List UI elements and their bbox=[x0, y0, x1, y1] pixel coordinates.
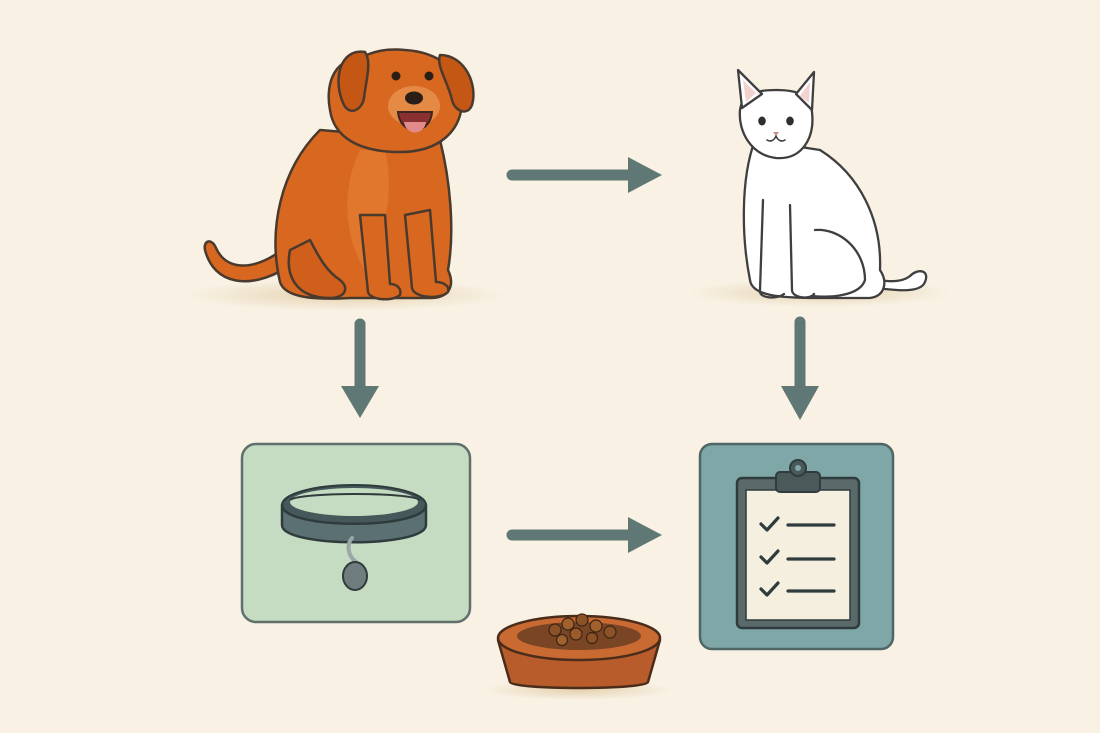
cat-icon bbox=[690, 68, 950, 307]
collar-icon bbox=[280, 484, 428, 591]
food-bowl-icon bbox=[483, 613, 673, 700]
clipboard-checklist-icon bbox=[735, 459, 861, 630]
collar-panel bbox=[240, 442, 472, 624]
checklist-panel bbox=[698, 442, 895, 651]
dog-icon bbox=[185, 48, 505, 311]
arrow-dog-to-collar bbox=[341, 318, 379, 418]
arrow-cat-to-checklist bbox=[781, 316, 819, 420]
arrow-dog-to-cat bbox=[506, 157, 662, 193]
arrow-collar-to-checklist bbox=[506, 517, 662, 553]
